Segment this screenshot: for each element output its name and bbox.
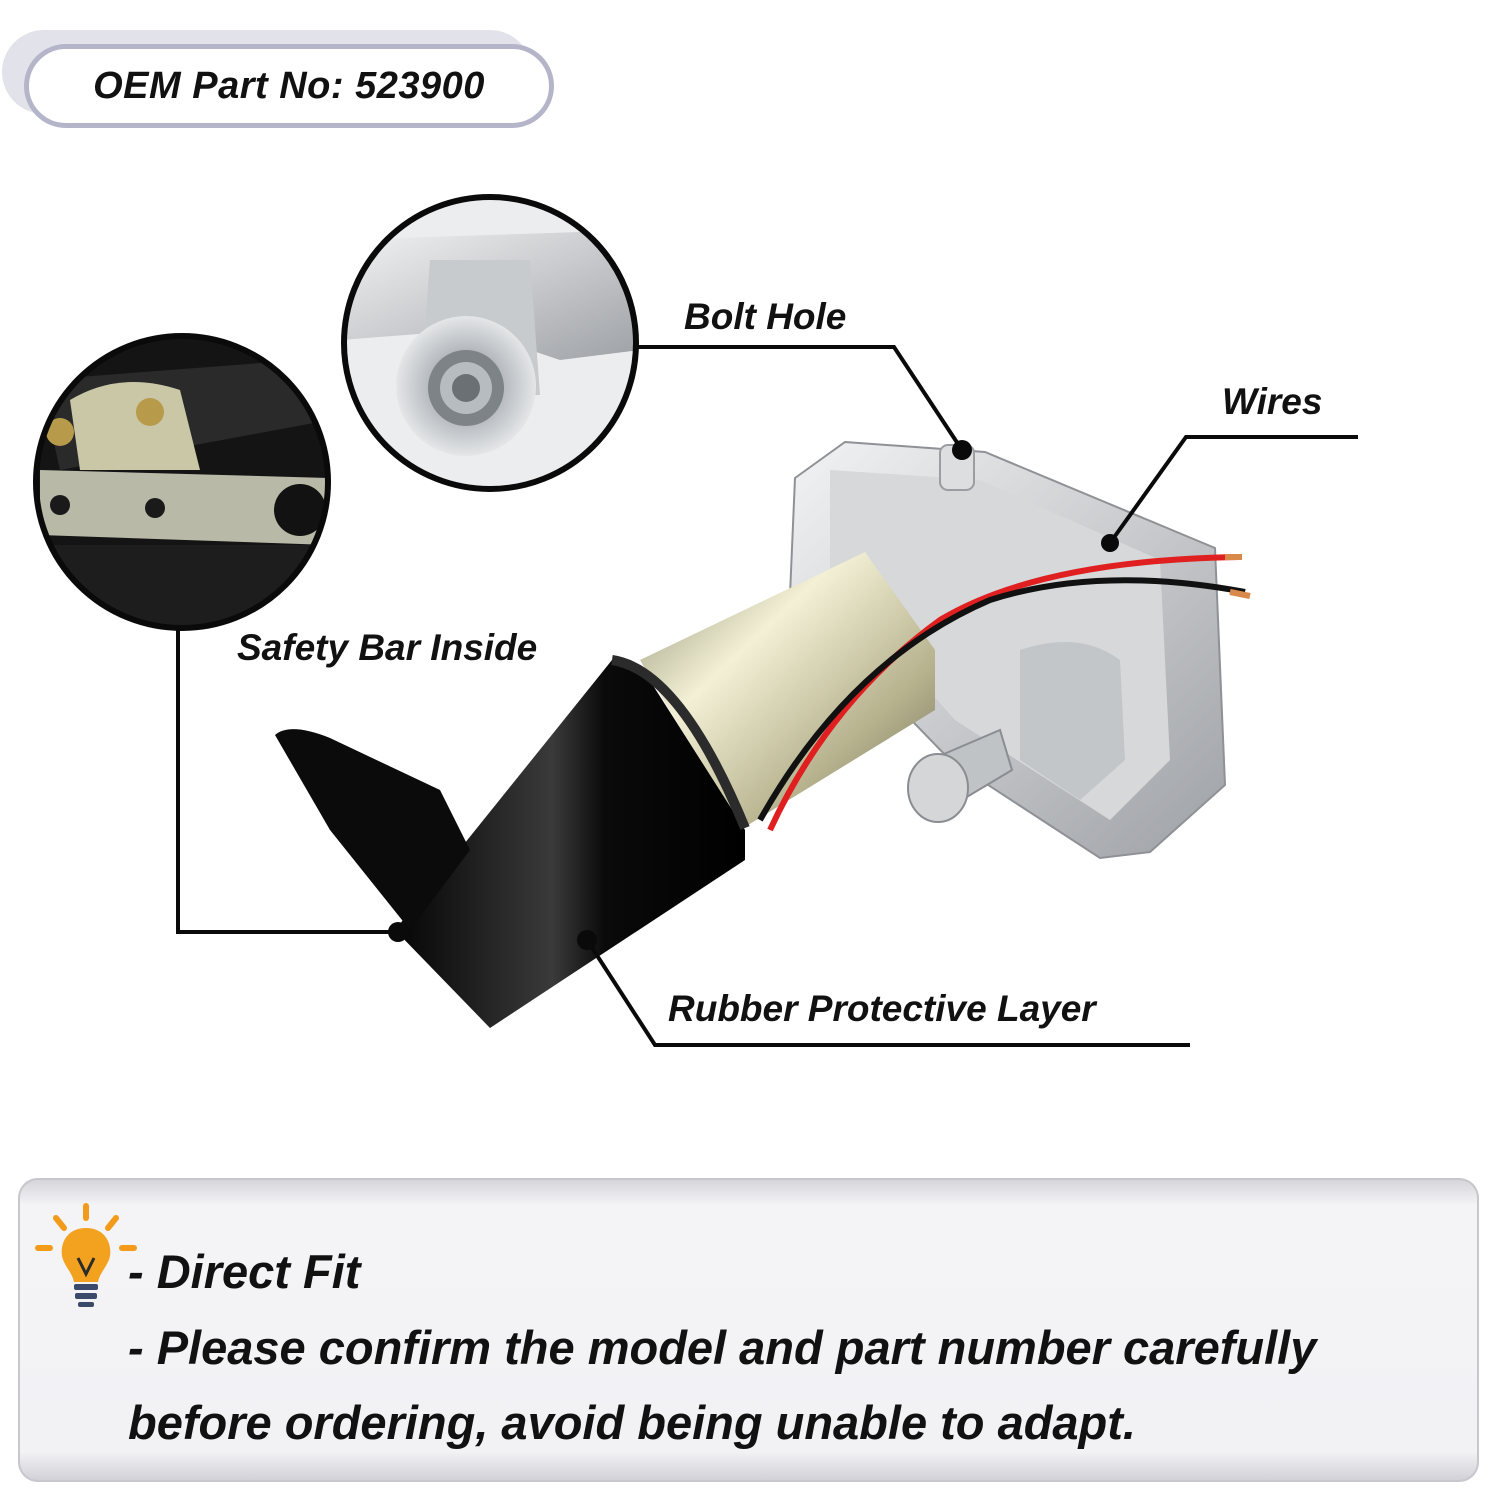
bolt-hole-dot <box>952 440 972 460</box>
wires-leader <box>1108 435 1358 545</box>
confirm-model-line: - Please confirm the model and part numb… <box>128 1321 1317 1374</box>
rubber-layer-dot <box>577 930 597 950</box>
oem-part-number: OEM Part No: 523900 <box>93 64 485 107</box>
motor-body <box>275 440 1251 1028</box>
safety-bar-detail <box>33 333 331 631</box>
safety-bar-label: Safety Bar Inside <box>237 627 538 668</box>
lightbulb-icon <box>35 1203 137 1307</box>
oem-badge: OEM Part No: 523900 <box>24 44 554 128</box>
bolt-hole-detail <box>341 194 639 492</box>
confirm-model-line-2: before ordering, avoid being unable to a… <box>128 1396 1136 1449</box>
wire-tip-black <box>1229 589 1251 599</box>
safety-bar-dot <box>388 922 408 942</box>
bolt-hole-leader <box>636 345 964 452</box>
wires-label: Wires <box>1222 381 1323 422</box>
rubber-layer-leader <box>585 938 1190 1047</box>
direct-fit-line: - Direct Fit <box>128 1245 361 1298</box>
product-illustration <box>33 194 1358 1047</box>
callout-leaders <box>176 345 1358 1047</box>
wires-dot <box>1101 534 1119 552</box>
info-panel: - Direct Fit - Please confirm the model … <box>18 1178 1479 1482</box>
bolt-hole-label: Bolt Hole <box>684 296 847 337</box>
rubber-layer-label: Rubber Protective Layer <box>668 988 1096 1029</box>
safety-bar-leader <box>176 628 396 934</box>
